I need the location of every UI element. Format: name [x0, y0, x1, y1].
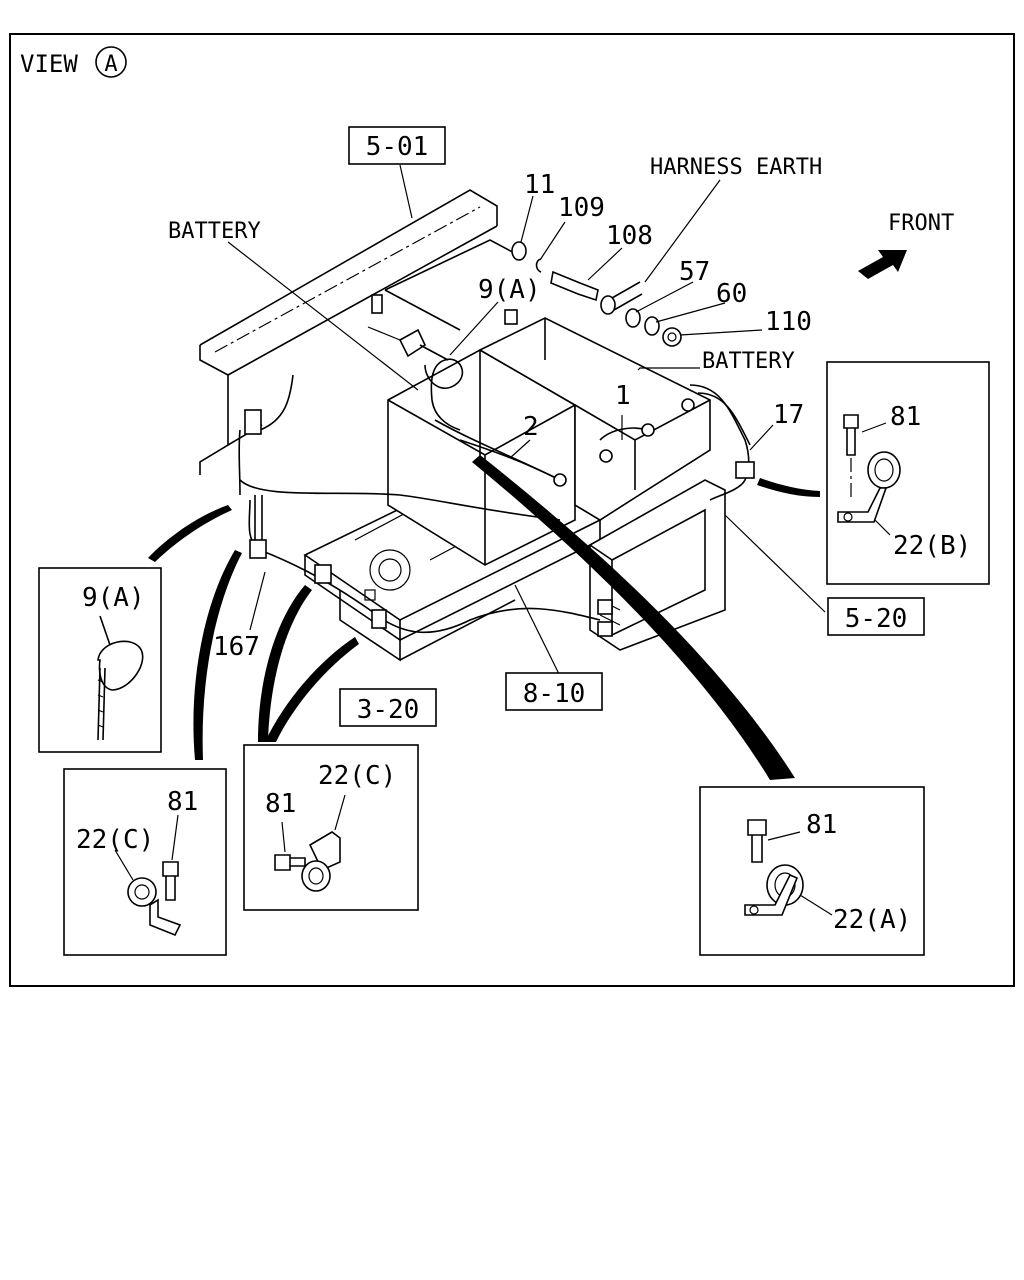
main-illustration	[199, 189, 755, 662]
battery-right	[478, 309, 711, 521]
detail-22a-clip: 22(A)	[833, 905, 911, 935]
detail-22c-mid-clip: 22(C)	[318, 761, 396, 791]
ref-5-01[interactable]: 5-01	[348, 126, 446, 165]
callout-57: 57	[679, 257, 710, 287]
view-letter: A	[104, 52, 117, 77]
callout-9a: 9(A)	[478, 275, 541, 305]
label-battery-left: BATTERY	[168, 219, 261, 244]
detail-9a-label: 9(A)	[82, 583, 145, 613]
detail-22b-bolt: 81	[890, 402, 921, 432]
callout-108: 108	[606, 221, 653, 251]
bolt-81-mid-icon	[274, 854, 306, 871]
tie-strap	[424, 358, 464, 431]
callout-2: 2	[523, 412, 539, 442]
detail-22c-left-bolt: 81	[167, 787, 198, 817]
clip-109	[535, 258, 542, 273]
ref-3-20[interactable]: 3-20	[339, 688, 437, 727]
svg-text:5-20: 5-20	[845, 604, 908, 634]
harness-lug	[600, 295, 616, 315]
detail-box-22b: 81 22(B)	[826, 361, 990, 585]
svg-text:8-10: 8-10	[523, 679, 586, 709]
callout-110: 110	[765, 307, 812, 337]
label-battery-right: BATTERY	[702, 349, 795, 374]
bolt-81-icon	[843, 414, 859, 456]
detail-box-22a: 81 22(A)	[699, 786, 925, 956]
detail-22b-clip: 22(B)	[893, 531, 971, 561]
clamp-22c-mid-icon	[301, 860, 331, 892]
front-arrow-icon	[858, 250, 907, 279]
clamp-22b-icon	[867, 451, 901, 489]
washer-11	[511, 241, 527, 261]
callout-1: 1	[615, 381, 631, 411]
callout-17: 17	[773, 400, 804, 430]
tie-strap-icon	[97, 640, 144, 691]
washer-60	[644, 316, 660, 336]
bracket	[384, 239, 521, 331]
sweep-pointers	[148, 455, 820, 780]
detail-box-22c-mid: 81 22(C)	[243, 744, 419, 911]
rail-bracket	[367, 326, 449, 361]
view-title: VIEW A	[20, 46, 127, 78]
callout-11: 11	[524, 170, 555, 200]
callout-109: 109	[558, 193, 605, 223]
detail-22c-mid-bolt: 81	[265, 789, 296, 819]
detail-22a-bolt: 81	[806, 810, 837, 840]
leader-lines	[227, 164, 826, 677]
battery-straps	[459, 423, 655, 487]
svg-text:5-01: 5-01	[366, 132, 429, 162]
callout-167: 167	[213, 632, 260, 662]
clamp-22c-left-icon	[127, 877, 157, 907]
frame-rail	[199, 189, 498, 475]
ref-8-10[interactable]: 8-10	[505, 672, 603, 711]
earth-hardware	[511, 241, 682, 347]
callout-60: 60	[716, 279, 747, 309]
view-prefix: VIEW	[20, 50, 78, 78]
bolt-81-left-icon	[162, 861, 179, 901]
nut-110	[662, 327, 682, 347]
ref-5-20[interactable]: 5-20	[827, 597, 925, 636]
svg-text:3-20: 3-20	[357, 695, 420, 725]
view-letter-circle	[95, 46, 127, 78]
stud-108	[550, 270, 599, 302]
harness-clamps	[244, 409, 755, 637]
label-front: FRONT	[888, 211, 954, 236]
diagram-frame	[9, 33, 1015, 987]
detail-box-22c-left: 81 22(C)	[63, 768, 227, 956]
bolt-81-right-icon	[747, 819, 767, 863]
label-harness-earth: HARNESS EARTH	[650, 155, 822, 180]
washer-57	[625, 308, 641, 328]
detail-box-9a: 9(A)	[38, 567, 162, 753]
